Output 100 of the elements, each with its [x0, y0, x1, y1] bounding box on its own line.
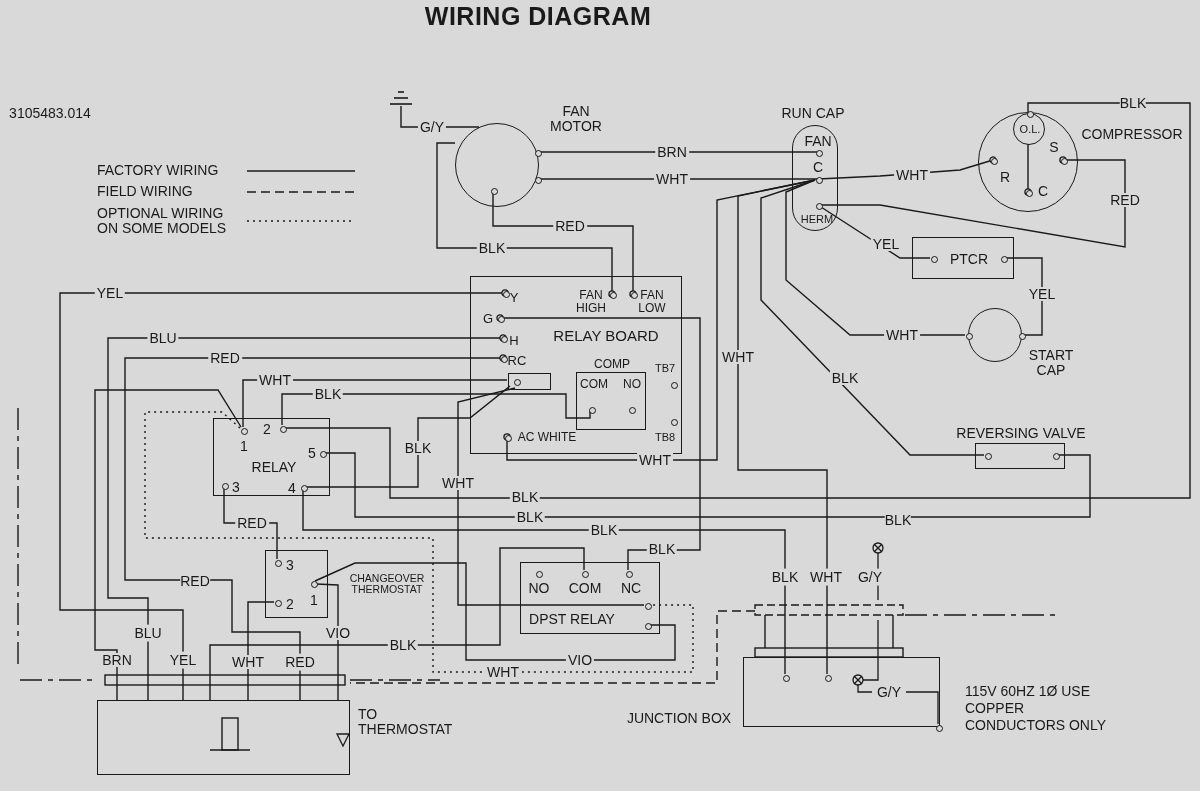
component-box: [520, 562, 660, 634]
wire: [496, 314, 701, 571]
wire: [785, 179, 966, 336]
wire: [315, 583, 339, 701]
wire: [302, 489, 786, 675]
wire: [284, 102, 1191, 499]
wire-label: BLK: [588, 523, 620, 537]
wire-label: BLK: [514, 510, 546, 524]
wire-label: WHT: [654, 172, 690, 186]
component-label: RELAY: [251, 459, 297, 475]
legend-label: FACTORY WIRING: [97, 163, 220, 179]
component-box: [213, 418, 330, 496]
component-label: COMP: [594, 357, 630, 371]
wire-label: WHT: [485, 665, 521, 679]
wire-label: BLK: [387, 638, 419, 652]
component-label: RC: [507, 354, 527, 368]
wire-label: G/Y: [417, 120, 447, 134]
wire-label: WHT: [257, 373, 293, 387]
wire: [820, 156, 1126, 248]
wire: [324, 452, 1091, 518]
wire-label: BLK: [476, 241, 508, 255]
wire-label: VIO: [323, 626, 353, 640]
component-label: RUN CAP: [781, 105, 845, 121]
wire: [247, 601, 275, 701]
component-label: COM: [580, 377, 608, 391]
wire: [242, 379, 508, 428]
component-label: COMPRESSOR: [1081, 126, 1183, 142]
component-label: CHANGEOVER THERMOSTAT: [348, 573, 426, 595]
note-text: YEL: [169, 651, 197, 669]
wire-label: BLK: [312, 387, 344, 401]
component-label: 3: [232, 479, 240, 495]
wire: [1005, 257, 1043, 336]
wire: [349, 610, 756, 684]
wire-label: RED: [235, 516, 269, 530]
note-text: BLU: [134, 624, 162, 642]
component-caption: TO THERMOSTAT: [358, 707, 454, 737]
note-text: WHT: [810, 568, 842, 586]
wire-label: BLK: [646, 542, 678, 556]
wire-label: VIO: [565, 653, 595, 667]
note-text: RED: [285, 653, 315, 671]
enclosure-box: [508, 373, 551, 390]
component-label: TB7: [654, 363, 676, 375]
component-label: FAN: [804, 133, 832, 149]
wire-label: WHT: [637, 453, 673, 467]
component-label: REVERSING VALVE: [956, 425, 1086, 441]
note-text: G/Y: [857, 568, 883, 586]
component-box: [912, 237, 1014, 279]
wire: [737, 179, 828, 675]
component-label: S: [1049, 139, 1059, 155]
note-text: BLK: [771, 568, 799, 586]
wire-label: BRN: [655, 145, 689, 159]
component-label: RELAY BOARD: [553, 328, 659, 344]
wire: [305, 385, 511, 488]
component-label: 5: [308, 445, 316, 461]
legend-label: OPTIONAL WIRING ON SOME MODELS: [97, 205, 228, 237]
diagram-title: WIRING DIAGRAM: [423, 2, 653, 31]
component-label: NO: [528, 580, 550, 596]
component-label: TB8: [654, 432, 676, 444]
wire-label: RED: [553, 219, 587, 233]
component-label: 2: [263, 421, 271, 437]
component-label: DPST RELAY: [529, 611, 615, 627]
legend-label: FIELD WIRING: [97, 184, 194, 200]
wire-label: WHT: [884, 328, 920, 342]
component-label: 3: [286, 557, 294, 573]
wire: [760, 179, 985, 456]
wire: [1024, 143, 1032, 196]
wire: [436, 142, 616, 298]
wire: [144, 411, 694, 673]
component-label: FAN HIGH: [575, 289, 607, 315]
wire-label: BLK: [829, 371, 861, 385]
wire-label: WHT: [720, 350, 756, 364]
wire-label: YEL: [94, 286, 126, 300]
wire-label: RED: [208, 351, 242, 365]
wire-label: RED: [1108, 193, 1142, 207]
component-label: 1: [240, 438, 248, 454]
component-label: H: [509, 334, 519, 348]
component-label: R: [999, 169, 1011, 185]
component-label: START CAP: [1027, 348, 1075, 378]
wire-label: YEL: [870, 237, 902, 251]
wire-label: BLU: [147, 331, 179, 345]
component-label: C: [812, 159, 824, 175]
wire-label: YEL: [1026, 287, 1058, 301]
component-label: 2: [286, 596, 294, 612]
note-text: 115V 60HZ 1Ø USE COPPER CONDUCTORS ONLY: [965, 683, 1108, 734]
wire: [314, 562, 676, 661]
component-label: 4: [288, 480, 296, 496]
wire: [94, 389, 242, 701]
component-label: NC: [620, 580, 642, 596]
component-box: [470, 276, 682, 454]
wire-label: WHT: [440, 476, 476, 490]
component-label: Y: [509, 291, 519, 305]
component-label: COM: [568, 580, 602, 596]
wire: [457, 387, 645, 606]
component-label: AC WHITE: [517, 430, 577, 444]
wire-label: BLK: [402, 441, 434, 455]
wire-label: WHT: [894, 168, 930, 182]
component-caption: JUNCTION BOX: [626, 710, 732, 726]
component-label: NO: [623, 377, 641, 391]
component-label: PTCR: [949, 251, 989, 267]
wire-label: WHT: [230, 655, 266, 669]
